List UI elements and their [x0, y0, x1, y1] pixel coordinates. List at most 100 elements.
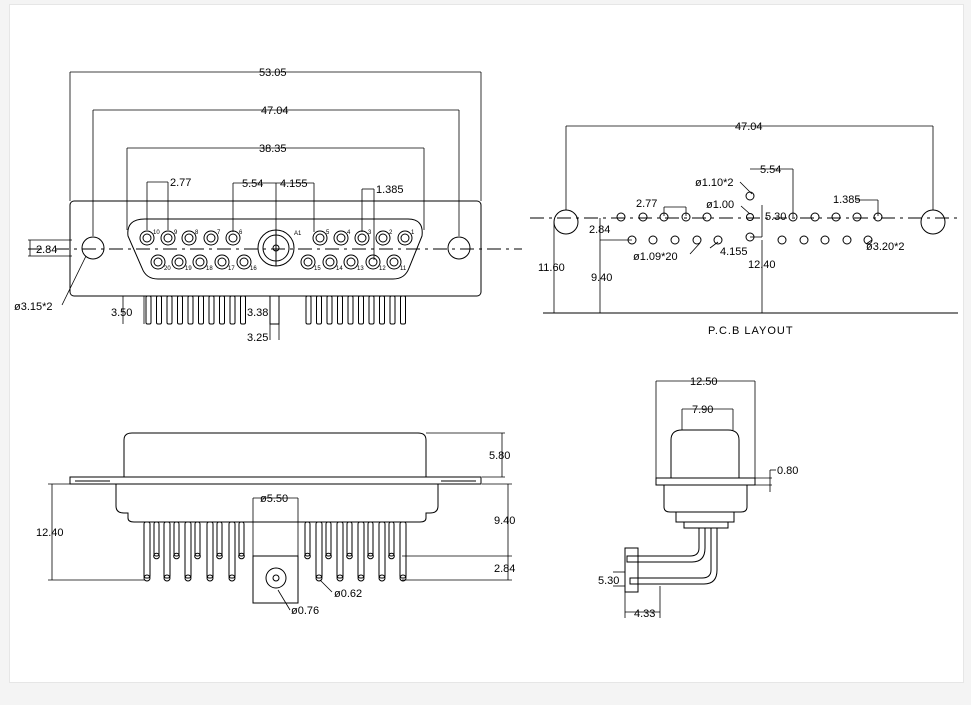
- side-pin: [228, 521, 245, 582]
- pcb-hole: [820, 235, 830, 245]
- front-pin-tail: [326, 295, 333, 325]
- end-flange: [655, 477, 756, 486]
- front-dim-pitch-c: 1.385: [376, 184, 404, 196]
- front-pin-label: 8: [195, 230, 199, 236]
- drawing-frame: [9, 4, 964, 683]
- front-pin-12: 12: [365, 254, 386, 272]
- pcb-hole: [852, 212, 862, 222]
- front-pin-label: 16: [250, 266, 257, 272]
- front-pin-tail: [166, 295, 173, 325]
- front-pin-17: 17: [214, 254, 235, 272]
- front-pin-tail: [240, 295, 246, 325]
- front-dim-pin-edge: 3.50: [111, 307, 132, 319]
- side-coax-inner: [272, 574, 280, 582]
- front-pin-label: 1: [411, 230, 415, 236]
- front-pin-16: 16: [236, 254, 257, 272]
- front-pin-label: 2: [389, 230, 393, 236]
- side-dim-coax-dia: ø5.50: [260, 493, 288, 505]
- pcb-mount-hole-left: [553, 209, 579, 235]
- front-pin-3: 3: [354, 230, 372, 246]
- pcb-dim-hole-spacing: 47.04: [735, 121, 763, 133]
- pcb-dim-pitch-a: 2.77: [636, 198, 657, 210]
- pcb-hole: [616, 212, 626, 222]
- front-coax-tail: [269, 295, 280, 325]
- front-pin-label: 18: [206, 266, 213, 272]
- end-view: 12.50 7.90 0.80 5.30 4.33: [598, 376, 798, 620]
- front-pin-13: 13: [343, 254, 364, 272]
- front-pin-label: 5: [326, 230, 330, 236]
- pcb-dim-row-284: 2.84: [589, 224, 610, 236]
- front-pin-15: 15: [300, 254, 321, 272]
- pcb-dim-hole-100: ø1.00: [706, 199, 734, 211]
- side-coax-outer: [265, 567, 287, 589]
- front-pin-tail: [347, 295, 354, 325]
- pcb-hole: [692, 235, 702, 245]
- front-pin-8: 8: [181, 230, 199, 246]
- end-base: [675, 511, 735, 523]
- end-pin-block: [683, 521, 729, 529]
- front-pin-label: 4: [347, 230, 351, 236]
- end-dim-offset: 4.33: [634, 608, 655, 620]
- side-pin: [163, 521, 180, 582]
- side-pin: [206, 521, 223, 582]
- end-dim-flange: 12.50: [690, 376, 718, 388]
- side-body: [115, 484, 439, 523]
- side-pin: [367, 521, 386, 582]
- side-dim-pin-row: 2.84: [494, 563, 515, 575]
- front-pin-label: 7: [217, 230, 221, 236]
- front-pin-1: 1: [397, 230, 415, 246]
- pcb-layout-title: P.C.B LAYOUT: [708, 325, 794, 337]
- front-pin-label: 9: [174, 230, 178, 236]
- front-pin-4: 4: [333, 230, 351, 246]
- front-pin-tail: [156, 295, 162, 325]
- side-pin: [388, 521, 407, 582]
- pcb-hole: [810, 212, 820, 222]
- side-pin: [346, 521, 365, 582]
- end-dim-plate: 0.80: [777, 465, 798, 477]
- pcb-dim-hole-110: ø1.10*2: [695, 177, 734, 189]
- end-body: [663, 485, 748, 513]
- side-dim-hood-height: 5.80: [489, 450, 510, 462]
- front-pin-label: 11: [400, 266, 407, 272]
- front-pin-7: 7: [203, 230, 221, 246]
- front-pin-tail: [208, 295, 215, 325]
- front-pin-tail: [400, 295, 406, 325]
- front-pin-5: 5: [312, 230, 330, 246]
- pcb-dim-depth-940: 9.40: [591, 272, 612, 284]
- front-coax-label: A1: [294, 231, 302, 237]
- front-pin-20: 20: [150, 254, 171, 272]
- end-hood: [670, 429, 740, 478]
- front-pin-tail: [316, 295, 322, 325]
- pcb-hole: [777, 235, 787, 245]
- side-pin: [143, 521, 160, 582]
- pcb-hole: [799, 235, 809, 245]
- front-pin-tail: [368, 295, 375, 325]
- pcb-dim-depth-1160: 11.60: [538, 262, 565, 274]
- pcb-coax-hole-top: [745, 191, 755, 201]
- pcb-hole: [713, 235, 723, 245]
- front-dim-mount-hole-dia: ø3.15*2: [14, 301, 53, 313]
- front-dim-pitch-b: 5.54: [242, 178, 263, 190]
- pcb-dim-pitch-b: 5.54: [760, 164, 781, 176]
- front-dim-coax-offset: 4.155: [280, 178, 308, 190]
- side-dim-coax-pin-dia: ø0.76: [291, 605, 319, 617]
- front-pin-19: 19: [171, 254, 192, 272]
- pcb-hole: [702, 212, 712, 222]
- front-pin-label: 13: [357, 266, 364, 272]
- front-coax-contact: [257, 229, 295, 267]
- front-pin-11: 11: [386, 254, 407, 272]
- side-pin: [325, 521, 344, 582]
- front-dimensions: [28, 71, 482, 340]
- side-dim-overall-height: 12.40: [36, 527, 64, 539]
- front-pin-label: 20: [164, 266, 171, 272]
- end-dim-tail: 5.30: [598, 575, 619, 587]
- front-dim-shell-width: 38.35: [259, 143, 287, 155]
- side-pin: [184, 521, 201, 582]
- end-dimensions: [613, 380, 776, 618]
- pcb-hole: [638, 212, 648, 222]
- side-dim-body-height: 9.40: [494, 515, 515, 527]
- pcb-layout-view: 47.04 5.54 ø1.10*2 ø1.00 2.77 1.385 5.30…: [530, 121, 960, 337]
